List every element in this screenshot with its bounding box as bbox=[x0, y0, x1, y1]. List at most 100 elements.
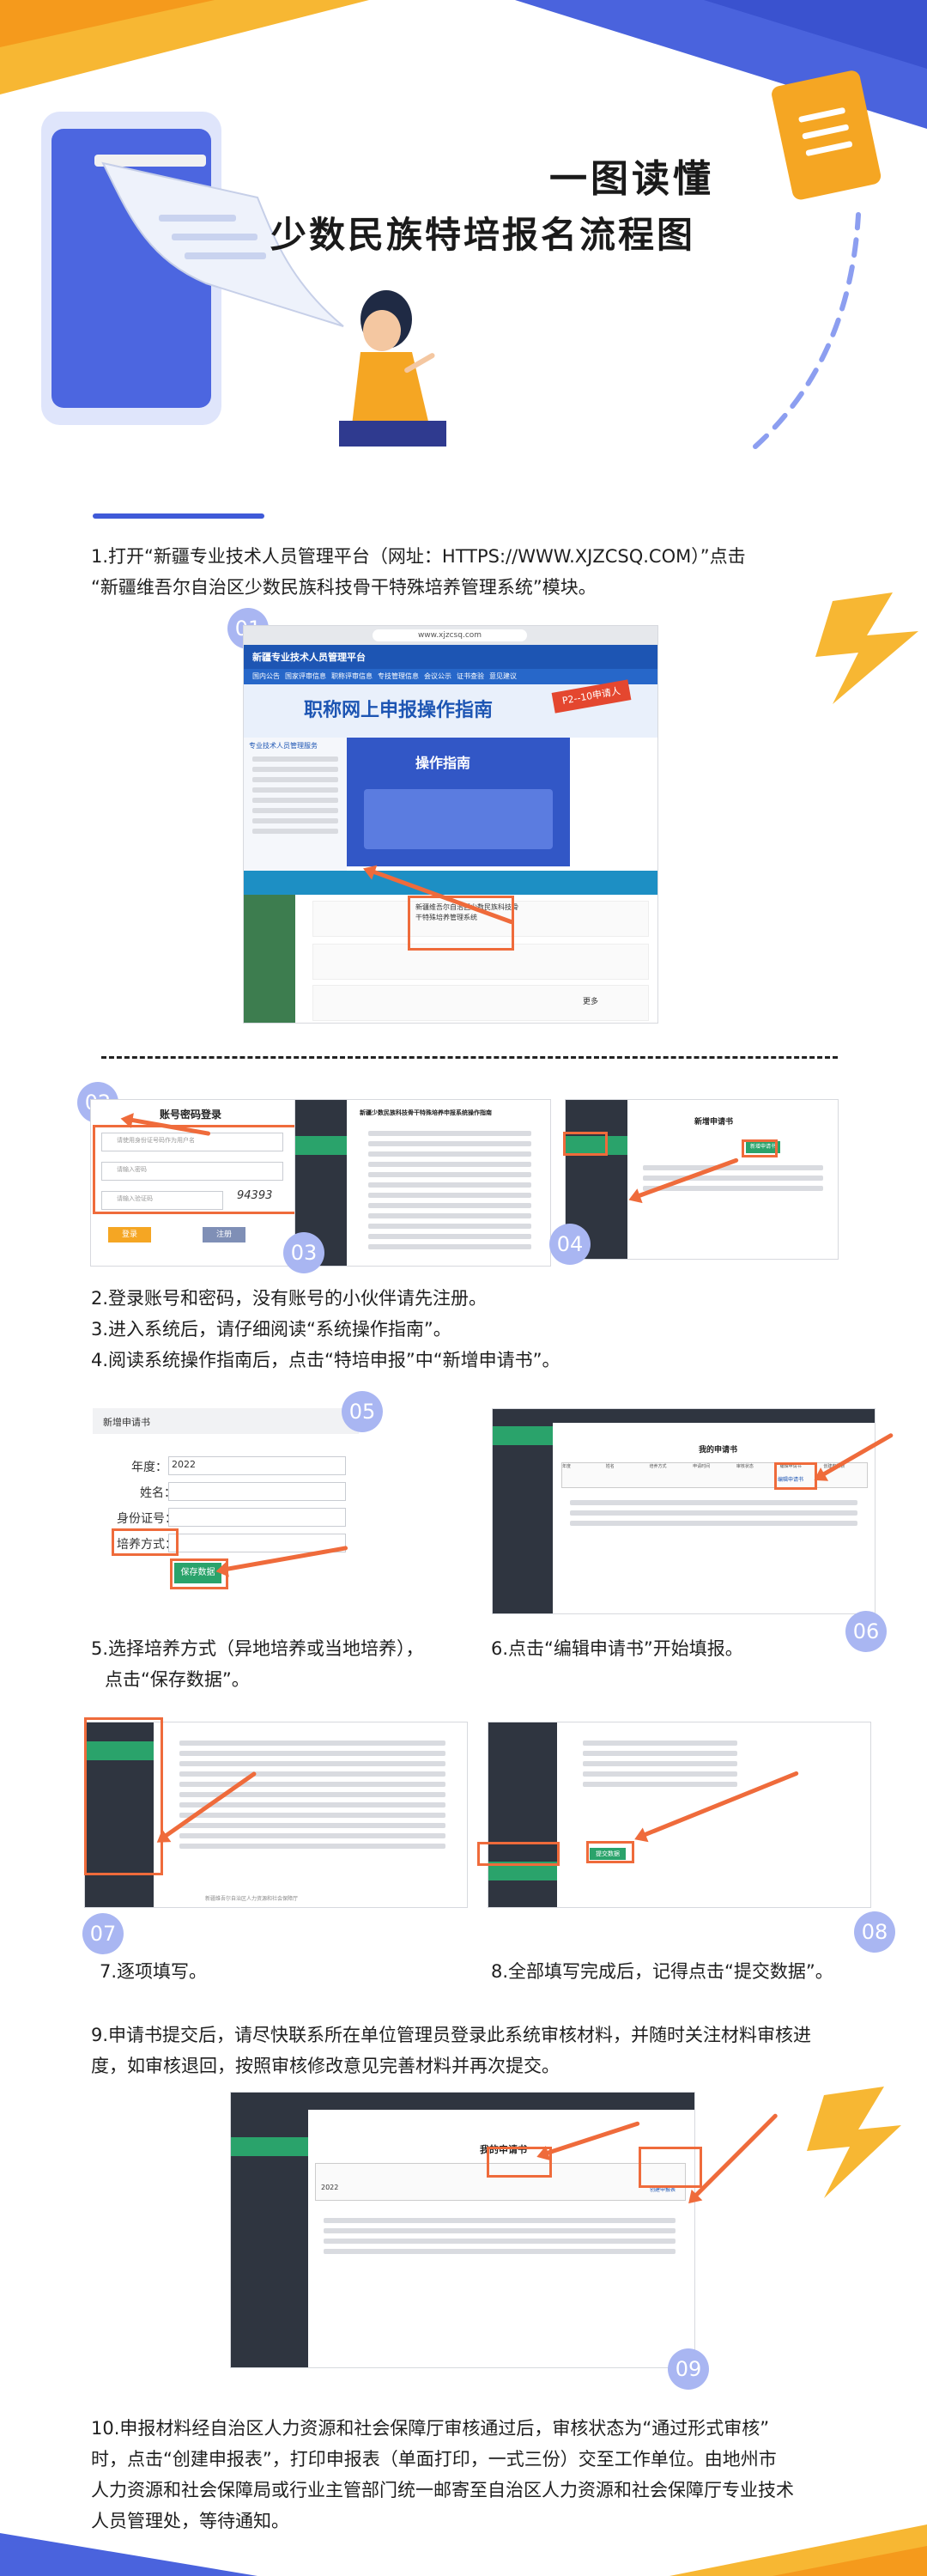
nav-item[interactable]: 国内公告 bbox=[252, 672, 280, 680]
paper-scroll-illustration bbox=[101, 161, 344, 327]
nav-item[interactable]: 意见建议 bbox=[489, 672, 517, 680]
app-table-2 bbox=[315, 2163, 686, 2201]
step-6-text: 6.点击“编辑申请书”开始填报。 bbox=[491, 1638, 743, 1659]
captcha-field[interactable]: 请输入验证码 bbox=[117, 1195, 153, 1202]
left-list-title: 专业技术人员管理服务 bbox=[249, 742, 318, 750]
table-header: 培养方式 bbox=[649, 1464, 667, 1469]
url-bar: www.xjzcsq.com bbox=[373, 629, 527, 641]
login-button[interactable]: 登录 bbox=[108, 1227, 151, 1242]
table-header: 姓名 bbox=[605, 1464, 615, 1469]
left-list: 专业技术人员管理服务 bbox=[244, 738, 347, 892]
screenshot-guide: 新疆少数民族科技骨干特殊培养申报系统操作指南 bbox=[294, 1099, 551, 1267]
year-input[interactable]: 2022 bbox=[172, 1459, 196, 1470]
menu-card-icon bbox=[772, 70, 882, 200]
page-title-line2: 少数民族特培报名流程图 bbox=[270, 214, 696, 256]
step-3-text: 3.进入系统后，请仔细阅读“系统操作指南”。 bbox=[91, 1319, 451, 1340]
year-label: 年度： bbox=[131, 1461, 167, 1474]
table-header: 申请时间 bbox=[693, 1464, 711, 1469]
highlight-submit-left bbox=[477, 1842, 560, 1866]
footer-decoration bbox=[0, 2524, 927, 2576]
name-label: 姓名： bbox=[140, 1486, 176, 1500]
badge-08: 08 bbox=[854, 1911, 895, 1953]
highlight-submit bbox=[586, 1841, 634, 1863]
screenshot-website: www.xjzcsq.com 新疆专业技术人员管理平台 国内公告 国家评审信息 … bbox=[243, 625, 658, 1024]
person-illustration bbox=[339, 290, 446, 447]
form-header-bar bbox=[93, 1408, 359, 1434]
screenshot-fill-form: 新疆维吾尔自治区人力资源和社会保障厅 bbox=[84, 1722, 468, 1908]
mode-select[interactable] bbox=[168, 1534, 346, 1552]
save-data-button[interactable]: 保存数据 bbox=[174, 1563, 221, 1583]
step-9-text-line1: 9.申请书提交后，请尽快联系所在单位管理员登录此系统审核材料，并随时关注材料审核… bbox=[91, 2025, 812, 2045]
badge-06: 06 bbox=[845, 1611, 887, 1652]
header-decoration bbox=[0, 0, 927, 449]
highlight-sidebar-items bbox=[84, 1717, 163, 1875]
site-name: 新疆专业技术人员管理平台 bbox=[252, 652, 366, 663]
step-2-text: 2.登录账号和密码，没有账号的小伙伴请先注册。 bbox=[91, 1288, 488, 1309]
nav-item[interactable]: 专技管理信息 bbox=[378, 672, 419, 680]
password-field[interactable]: 请输入密码 bbox=[117, 1166, 147, 1173]
blue-strip bbox=[244, 871, 657, 895]
badge-09: 09 bbox=[668, 2348, 709, 2390]
lightning-decoration-2 bbox=[807, 2087, 901, 2198]
site-header bbox=[244, 645, 657, 669]
captcha-image: 94393 bbox=[237, 1189, 273, 1202]
table-header: 审核状态 bbox=[736, 1464, 754, 1469]
banner-title: 职称网上申报操作指南 bbox=[304, 700, 494, 721]
step-4-text: 4.阅读系统操作指南后，点击“特培申报”中“新增申请书”。 bbox=[91, 1350, 560, 1370]
site-nav: 国内公告 国家评审信息 职称评审信息 专技管理信息 会议公示 证书查验 意见建议 bbox=[244, 669, 657, 684]
badge-07: 07 bbox=[82, 1913, 124, 1954]
guide-doc-title: 新疆少数民族科技骨干特殊培养申报系统操作指南 bbox=[360, 1109, 492, 1116]
create-form-link[interactable]: 创建申报表 bbox=[650, 2187, 676, 2193]
step-5-text-line1: 5.选择培养方式（异地培养或当地培养）， bbox=[91, 1638, 424, 1659]
new-app-title: 新增申请书 bbox=[694, 1118, 734, 1127]
step-5-text-line2: 点击“保存数据”。 bbox=[105, 1669, 250, 1690]
module-row-3 bbox=[312, 985, 649, 1021]
highlight-status bbox=[487, 2147, 552, 2178]
guide-title: 操作指南 bbox=[415, 755, 471, 771]
nav-item[interactable]: 国家评审信息 bbox=[285, 672, 326, 680]
app-year-cell: 2022 bbox=[321, 2184, 339, 2191]
step-7-text: 7.逐项填写。 bbox=[100, 1961, 208, 1982]
badge-05: 05 bbox=[342, 1391, 383, 1432]
lightning-decoration bbox=[815, 592, 918, 704]
dashed-arc-decoration bbox=[753, 212, 861, 449]
id-label: 身份证号： bbox=[117, 1512, 177, 1526]
highlight-mode bbox=[112, 1528, 179, 1556]
screenshot-submit: 提交数据 bbox=[488, 1722, 871, 1908]
step-10-text-line3: 人力资源和社会保障局或行业主管部门统一邮寄至自治区人力资源和社会保障厅专业技术 bbox=[91, 2480, 794, 2500]
step-10-text-line1: 10.申报材料经自治区人力资源和社会保障厅审核通过后，审核状态为“通过形式审核” bbox=[91, 2418, 770, 2439]
screenshot-my-app: 我的申请书 年度 姓名 培养方式 申请时间 审核状态 编辑申请书 创建申报表 bbox=[492, 1408, 876, 1614]
screenshot-create-form: 我的申请书 2022 创建申报表 bbox=[230, 2092, 695, 2368]
step-9-text-line2: 度，如审核退回，按照审核修改意见完善材料并再次提交。 bbox=[91, 2056, 560, 2076]
highlight-new-button bbox=[742, 1139, 778, 1157]
dashed-separator bbox=[101, 1056, 838, 1059]
step-8-text: 8.全部填写完成后，记得点击“提交数据”。 bbox=[491, 1961, 833, 1982]
highlight-create bbox=[639, 2147, 702, 2188]
register-button[interactable]: 注册 bbox=[203, 1227, 245, 1242]
guide-panel: 操作指南 bbox=[347, 738, 570, 866]
badge-03: 03 bbox=[283, 1232, 324, 1273]
table-header: 创建申报表 bbox=[823, 1463, 867, 1487]
id-input[interactable] bbox=[168, 1508, 346, 1527]
more-link[interactable]: 更多 bbox=[583, 998, 599, 1006]
highlight-sidebar bbox=[563, 1132, 608, 1156]
new-app-button[interactable]: 新增申请书 bbox=[746, 1141, 780, 1153]
form-header: 新增申请书 bbox=[103, 1417, 150, 1428]
screenshot-new-app: 新增申请书 新增申请书 bbox=[565, 1099, 839, 1260]
step-10-text-line4: 人员管理处，等待通知。 bbox=[91, 2511, 289, 2531]
name-input[interactable] bbox=[168, 1482, 346, 1501]
top-right-dark-blue-shape bbox=[704, 0, 927, 69]
username-field[interactable]: 请使用身份证号码作为用户名 bbox=[117, 1137, 195, 1144]
nav-item[interactable]: 职称评审信息 bbox=[331, 672, 373, 680]
badge-04: 04 bbox=[549, 1224, 591, 1265]
top-left-dark-orange-shape bbox=[0, 0, 215, 47]
page-footer: 新疆维吾尔自治区人力资源和社会保障厅 bbox=[205, 1896, 299, 1902]
nav-item[interactable]: 证书查验 bbox=[457, 672, 484, 680]
highlight-login bbox=[93, 1125, 297, 1214]
submit-data-button[interactable]: 提交数据 bbox=[590, 1848, 626, 1860]
nav-item[interactable]: 会议公示 bbox=[424, 672, 451, 680]
step-1-text-line1: 1.打开“新疆专业技术人员管理平台（网址：HTTPS://WWW.XJZCSQ.… bbox=[91, 546, 746, 567]
section-underline bbox=[93, 513, 264, 519]
green-column bbox=[244, 895, 295, 1023]
edit-app-link[interactable]: 编辑申请书 bbox=[778, 1477, 804, 1483]
